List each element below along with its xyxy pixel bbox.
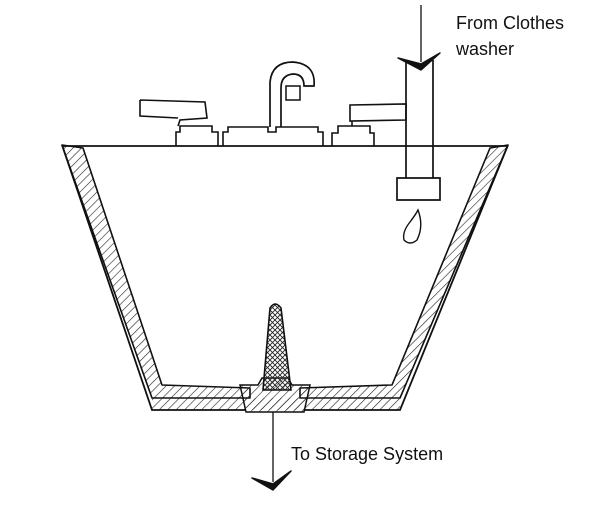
outlet-arrow-head [251,470,292,491]
water-drop [402,208,422,244]
inlet-label-line2: washer [456,39,515,59]
basin-outline [61,144,509,411]
inlet-arrow-head [397,52,441,71]
faucet-base [175,125,375,146]
strainer-cone [262,303,292,391]
drain-fitting [239,377,311,413]
inlet-pipe-cap [396,177,441,201]
inlet-label-line1: From Clothes [456,13,565,33]
right-handle [349,103,407,126]
outlet-label: To Storage System [291,444,444,464]
faucet-spout [269,61,315,127]
left-handle [139,99,208,127]
inlet-pipe [405,60,434,178]
spout-tip [285,85,301,101]
